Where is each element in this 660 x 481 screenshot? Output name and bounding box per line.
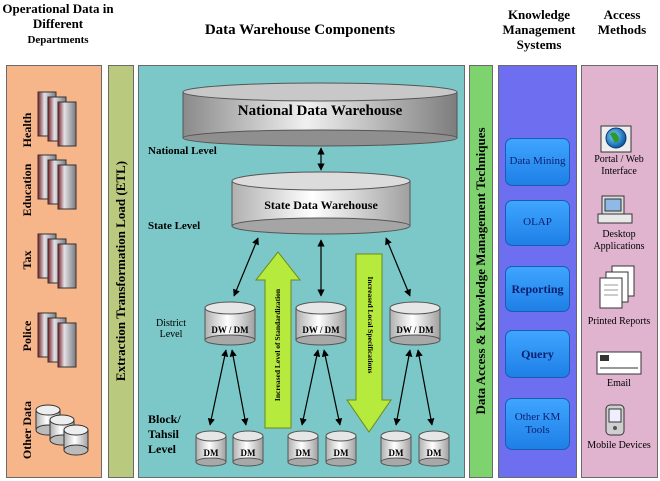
national-dw-cylinder [182,82,458,147]
header-components: Data Warehouse Components [204,22,396,38]
dm-label-5: DM [388,448,404,458]
desktop-computer-icon [597,195,633,224]
email-envelope-icon [596,351,642,375]
national-dw-label: National Data Warehouse [237,103,403,119]
server-icon-police [37,312,77,368]
dm-label-1: DM [203,448,219,458]
local-spec-down-arrow [346,253,392,433]
access-email-label: Email [607,378,631,389]
header-operational-text: Operational Data in Different [2,1,114,31]
km-query-label: Query [521,346,554,361]
connector-state-dw1 [233,237,259,297]
km-data-mining-button[interactable]: Data Mining [505,138,570,186]
km-data-mining-label: Data Mining [509,155,566,168]
etl-panel [108,65,134,478]
dm-label-3: DM [295,448,311,458]
standardization-up-arrow [254,251,302,429]
state-dw-cylinder [231,171,411,235]
km-reporting-button[interactable]: Reporting [505,266,570,312]
access-portal-label: Portal / Web Interface [594,154,644,177]
dwdm-label-1: DW / DM [211,325,249,335]
connector-dw1-dm2 [229,349,249,426]
connector-dw3-dm5 [393,349,413,426]
km-query-button[interactable]: Query [505,330,570,378]
dm-cylinder-1 [195,430,227,467]
header-operational: Operational Data in Different Department… [2,1,114,47]
access-mobile-label: Mobile Devices [587,440,651,451]
connector-dw2-dm4 [321,349,343,426]
km-olap-label: OLAP [523,216,552,229]
dm-cylinder-3 [287,430,319,467]
connector-dw3-dm6 [415,349,435,426]
portal-globe-icon [600,125,632,153]
dm-cylinder-6 [418,430,450,467]
level-district: District Level [156,318,186,340]
dm-cylinder-5 [380,430,412,467]
km-other-tools-label: Other KM Tools [514,410,561,436]
dm-label-2: DM [240,448,256,458]
level-national: National Level [148,145,217,157]
mobile-device-icon [605,404,625,436]
dm-label-6: DM [426,448,442,458]
connector-dw2-dm3 [299,349,321,426]
km-reporting-label: Reporting [511,281,564,296]
level-block: Block/ Tahsil Level [148,412,181,456]
km-olap-button[interactable]: OLAP [505,200,570,246]
access-printed-label: Printed Reports [587,316,651,327]
connector-dw1-dm1 [207,349,229,426]
arrow-down-label: Increased Local Specifications [366,276,375,374]
printed-reports-icon [599,265,635,309]
server-icon-tax [37,233,77,289]
dwdm-cylinder-2 [295,301,347,346]
arrow-up-label: Increased Level of Standardization [273,288,282,402]
dwdm-cylinder-1 [204,301,256,346]
dwdm-label-2: DW / DM [302,325,340,335]
header-departments-text: Departments [27,33,89,46]
header-km: Knowledge Management Systems [502,7,576,52]
header-access: Access Methods [597,7,647,37]
km-other-tools-button[interactable]: Other KM Tools [505,398,570,450]
data-access-panel [469,65,493,478]
level-state: State Level [148,220,201,232]
server-icon-education [37,154,77,210]
state-dw-label: State Data Warehouse [264,198,378,212]
dm-cylinder-4 [325,430,357,467]
connector-state-dw3 [385,237,411,297]
server-icon-health [37,91,77,147]
access-desktop-label: Desktop Applications [593,229,645,252]
disk-stack-icon-other [35,404,89,456]
dwdm-cylinder-3 [389,301,441,346]
dm-label-4: DM [333,448,349,458]
dwdm-label-3: DW / DM [396,325,434,335]
dm-cylinder-2 [232,430,264,467]
